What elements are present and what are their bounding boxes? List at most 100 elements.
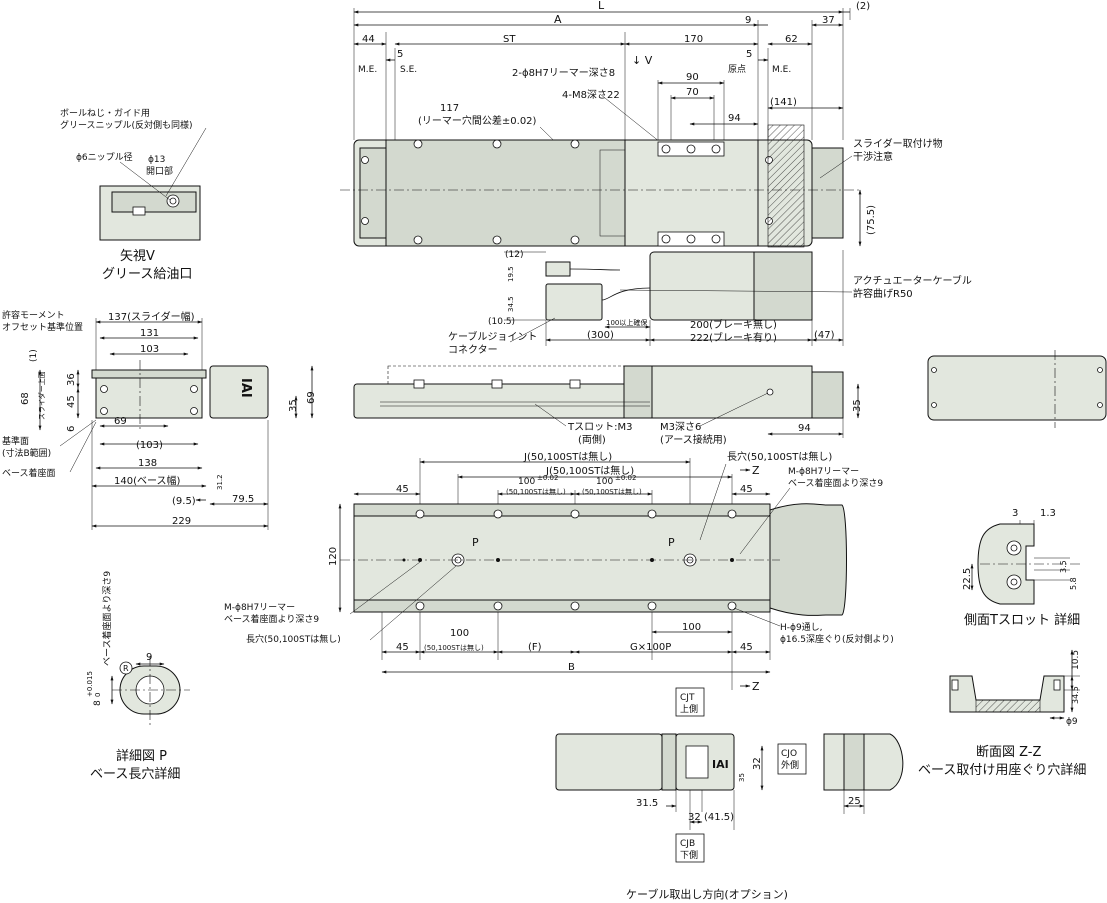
side-view: Tスロット:M3 (両側) M3深さ6 (アース接続用) 94 35 (353, 365, 863, 446)
label-m8: 4-M8深さ22 (562, 89, 620, 101)
dim-44: 44 (362, 34, 375, 45)
detail-p-depth: ベース着座面より深さ9 (101, 571, 113, 666)
opt-d32: 32 (752, 757, 763, 770)
dim-2: (2) (856, 1, 870, 12)
dim-100-c: 100 (450, 628, 469, 639)
dim-69: 69 (114, 416, 127, 427)
label-base-seat: ベース着座面 (2, 467, 56, 479)
cable-option: CJT 上側 IAI CJO 外側 32 35 31.5 32 (41.5) C… (555, 687, 904, 901)
label-reamer-r-2: ベース着座面より深さ9 (788, 477, 883, 489)
dim-100-b: 100 (596, 477, 613, 487)
dim-47: (47) (814, 330, 835, 341)
tslot-d13: 1.3 (1040, 508, 1056, 519)
zz-d345: 34.5 (1071, 686, 1080, 704)
tslot-d225: 22.5 (962, 568, 973, 590)
label-slider-top: スライダー上面 (37, 371, 46, 420)
dim-35-side: 35 (852, 399, 863, 412)
st-none-c: (50,100STは無し) (424, 643, 484, 652)
dim-9: 9 (745, 15, 751, 26)
dim-79-5: 79.5 (232, 494, 254, 505)
label-ref-1: 基準面 (2, 435, 29, 447)
dim-200: 200(ブレーキ無し) (690, 318, 777, 331)
detail-p-tol: 8 (93, 700, 103, 706)
detail-p-tol-sup: +0.015 (86, 671, 94, 697)
detail-p-title-2: ベース長穴詳細 (90, 766, 180, 782)
label-grease-1: ボールねじ・ガイド用 (60, 108, 150, 119)
dim-12: (12) (505, 250, 523, 260)
dim-19-5: 19.5 (507, 266, 515, 282)
dim-100-d: 100 (682, 622, 701, 633)
cable-view: (12) 19.5 34.5 (10.5) ケーブルジョイント コネクター (3… (448, 250, 972, 356)
dim-G: G×100P (630, 642, 671, 653)
dim-10-5: (10.5) (488, 317, 515, 327)
cjo-1: CJO (781, 749, 797, 759)
label-se: S.E. (400, 65, 417, 75)
label-tslot-2: (両側) (578, 433, 606, 446)
dim-70: 70 (686, 87, 699, 98)
top-view: L (2) A 9 37 44 ST 170 62 5 5 M.E. S.E. … (340, 0, 943, 248)
label-reamer-l-2: ベース着座面より深さ9 (224, 613, 319, 625)
detail-p-R: R (123, 664, 129, 673)
label-tslot-1: Tスロット:M3 (567, 422, 632, 433)
dim-31-2: 31.2 (216, 474, 224, 490)
label-joint-1: ケーブルジョイント (448, 330, 537, 343)
opt-d315: 31.5 (636, 798, 658, 809)
dim-L: L (598, 0, 605, 12)
label-me-right: M.E. (772, 65, 791, 75)
opt-d25: 25 (848, 796, 861, 807)
tslot-detail: 3 1.3 22.5 3.5 5.8 側面Tスロット 詳細 (962, 508, 1080, 628)
dim-45-c: 45 (396, 642, 409, 653)
label-moment-1: 許容モーメント (2, 309, 65, 321)
cjb-1: CJB (680, 839, 695, 849)
option-logo: IAI (712, 758, 729, 771)
tslot-d58: 5.8 (1069, 577, 1078, 590)
dim-45: 45 (66, 395, 77, 408)
tslot-d35: 3.5 (1059, 560, 1068, 573)
label-moment-2: オフセット基準位置 (2, 321, 83, 333)
detail-p-9: 9 (146, 652, 152, 663)
opt-d35: 35 (738, 773, 746, 782)
zz-title-1: 断面図 Z-Z (976, 745, 1042, 760)
view-v-title-2: グリース給油口 (102, 267, 192, 282)
dim-ST: ST (503, 34, 516, 45)
zz-d105: 10.5 (1071, 650, 1081, 670)
slider-top (624, 139, 759, 247)
label-Z-top: Z (752, 464, 760, 477)
label-arrow-v: ↓ V (632, 54, 653, 67)
logo-iai: IAI (238, 378, 253, 398)
st-none-a: (50,100STは無し) (506, 487, 566, 496)
dim-137: 137(スライダー幅) (108, 310, 195, 323)
dim-36: 36 (66, 373, 77, 386)
label-interf-2: 干渉注意 (853, 150, 893, 163)
label-grease-2: グリースニップル(反対側も同様) (60, 119, 193, 131)
dim-F: (F) (528, 642, 542, 653)
dim-1: (1) (29, 349, 39, 362)
opt-d32b: 32 (688, 812, 701, 823)
label-reamer-tol: (リーマー穴間公差±0.02) (418, 114, 537, 127)
detail-p-title-1: 詳細図 P (116, 748, 167, 764)
dim-35-end: 35 (288, 399, 299, 412)
dim-J-1: J(50,100STは無し) (523, 450, 612, 463)
dim-100-a: 100 (518, 477, 535, 487)
dim-62: 62 (785, 34, 798, 45)
label-phi13: ϕ13 (148, 155, 165, 165)
dim-120: 120 (328, 547, 339, 566)
end-view: 許容モーメント オフセット基準位置 137(スライダー幅) 131 103 IA… (2, 309, 317, 530)
view-v: ボールねじ・ガイド用 グリースニップル(反対側も同様) ϕ6ニップル径 ϕ13 … (60, 108, 207, 282)
dim-100-min: 100以上確保 (606, 318, 647, 327)
dim-A: A (554, 13, 562, 26)
label-reamer-l-1: M-ϕ8H7リーマー (224, 603, 295, 613)
detail-p-tol-sub: 0 (94, 693, 102, 697)
dim-103: 103 (140, 344, 159, 355)
label-Z-bot: Z (752, 680, 760, 693)
label-P-2: P (668, 536, 675, 549)
dim-103b: (103) (136, 440, 163, 451)
dim-94: 94 (728, 113, 741, 124)
dim-6: 6 (66, 426, 77, 432)
view-v-title-1: 矢視V (120, 249, 155, 264)
dim-45-d: 45 (740, 642, 753, 653)
cjt-1: CJT (680, 693, 695, 703)
label-reamer-r-1: M-ϕ8H7リーマー (788, 467, 859, 477)
label-interf-1: スライダー取付け物 (853, 137, 943, 150)
